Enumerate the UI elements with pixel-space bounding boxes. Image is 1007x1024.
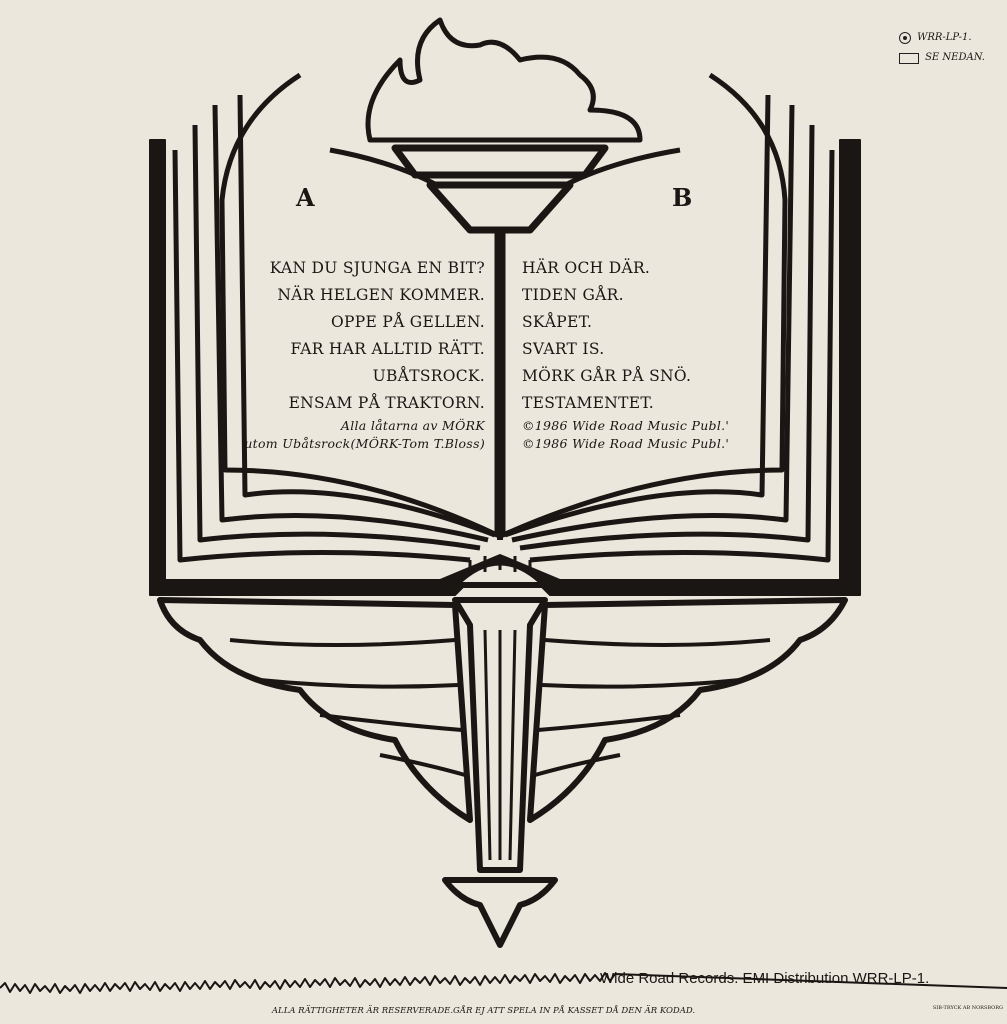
- track: KAN DU SJUNGA EN BIT?: [269, 259, 485, 277]
- vinyl-disc-icon: [899, 32, 912, 44]
- track: TIDEN GÅR.: [522, 286, 624, 304]
- label-distribution-text: Wide Road Records. EMI Distribution WRR-…: [600, 970, 930, 987]
- side-a-tracklist: KAN DU SJUNGA EN BIT? NÄR HELGEN KOMMER.…: [244, 255, 485, 453]
- torch-bowl: [391, 144, 609, 234]
- side-b-tracklist: HÄR OCH DÄR. TIDEN GÅR. SKÅPET. SVART IS…: [522, 255, 729, 453]
- track: TESTAMENTET.: [522, 394, 654, 412]
- left-wing-feathers: [229, 638, 466, 777]
- credit-line: Alla låtarna av MÖRK: [340, 418, 485, 433]
- handle-grooves: [468, 555, 532, 861]
- side-b-label: B: [672, 183, 693, 212]
- cassette-icon: [899, 52, 920, 64]
- left-wing: [157, 597, 473, 823]
- track: ENSAM PÅ TRAKTORN.: [288, 394, 485, 412]
- track: UBÅTSROCK.: [372, 367, 485, 385]
- catalog-codes: WRR-LP-1. SE NEDAN.: [899, 28, 985, 68]
- cassette-catalog-code: SE NEDAN.: [925, 52, 985, 63]
- copyright-line: ©1986 Wide Road Music Publ.': [522, 418, 730, 433]
- book-pages-right: [504, 94, 835, 563]
- torch-flame: [365, 17, 643, 143]
- printer-credit: SIB-TRYCK AB NORSBORG: [932, 1005, 1003, 1011]
- side-a-label: A: [296, 183, 315, 212]
- torch-handle-base: [442, 877, 558, 948]
- book-pages-left: [172, 94, 496, 563]
- right-wing: [527, 597, 848, 823]
- credit-line: utom Ubåtsrock(MÖRK-Tom T.Bloss): [244, 436, 485, 451]
- sound-wave-line: [0, 972, 1007, 994]
- track: SKÅPET.: [522, 313, 593, 331]
- disc-catalog-code: WRR-LP-1.: [917, 32, 972, 43]
- track: MÖRK GÅR PÅ SNÖ.: [522, 367, 692, 385]
- track: FAR HAR ALLTID RÄTT.: [290, 340, 485, 358]
- track: SVART IS.: [522, 340, 605, 358]
- copyright-line: ©1986 Wide Road Music Publ.': [522, 436, 730, 451]
- rights-notice: ALLA RÄTTIGHETER ÄR RESERVERADE.GÅR EJ A…: [271, 1006, 696, 1016]
- track: OPPE PÅ GELLEN.: [331, 313, 485, 331]
- right-wing-feathers: [534, 638, 771, 777]
- track: HÄR OCH DÄR.: [522, 259, 651, 277]
- track: NÄR HELGEN KOMMER.: [277, 286, 485, 304]
